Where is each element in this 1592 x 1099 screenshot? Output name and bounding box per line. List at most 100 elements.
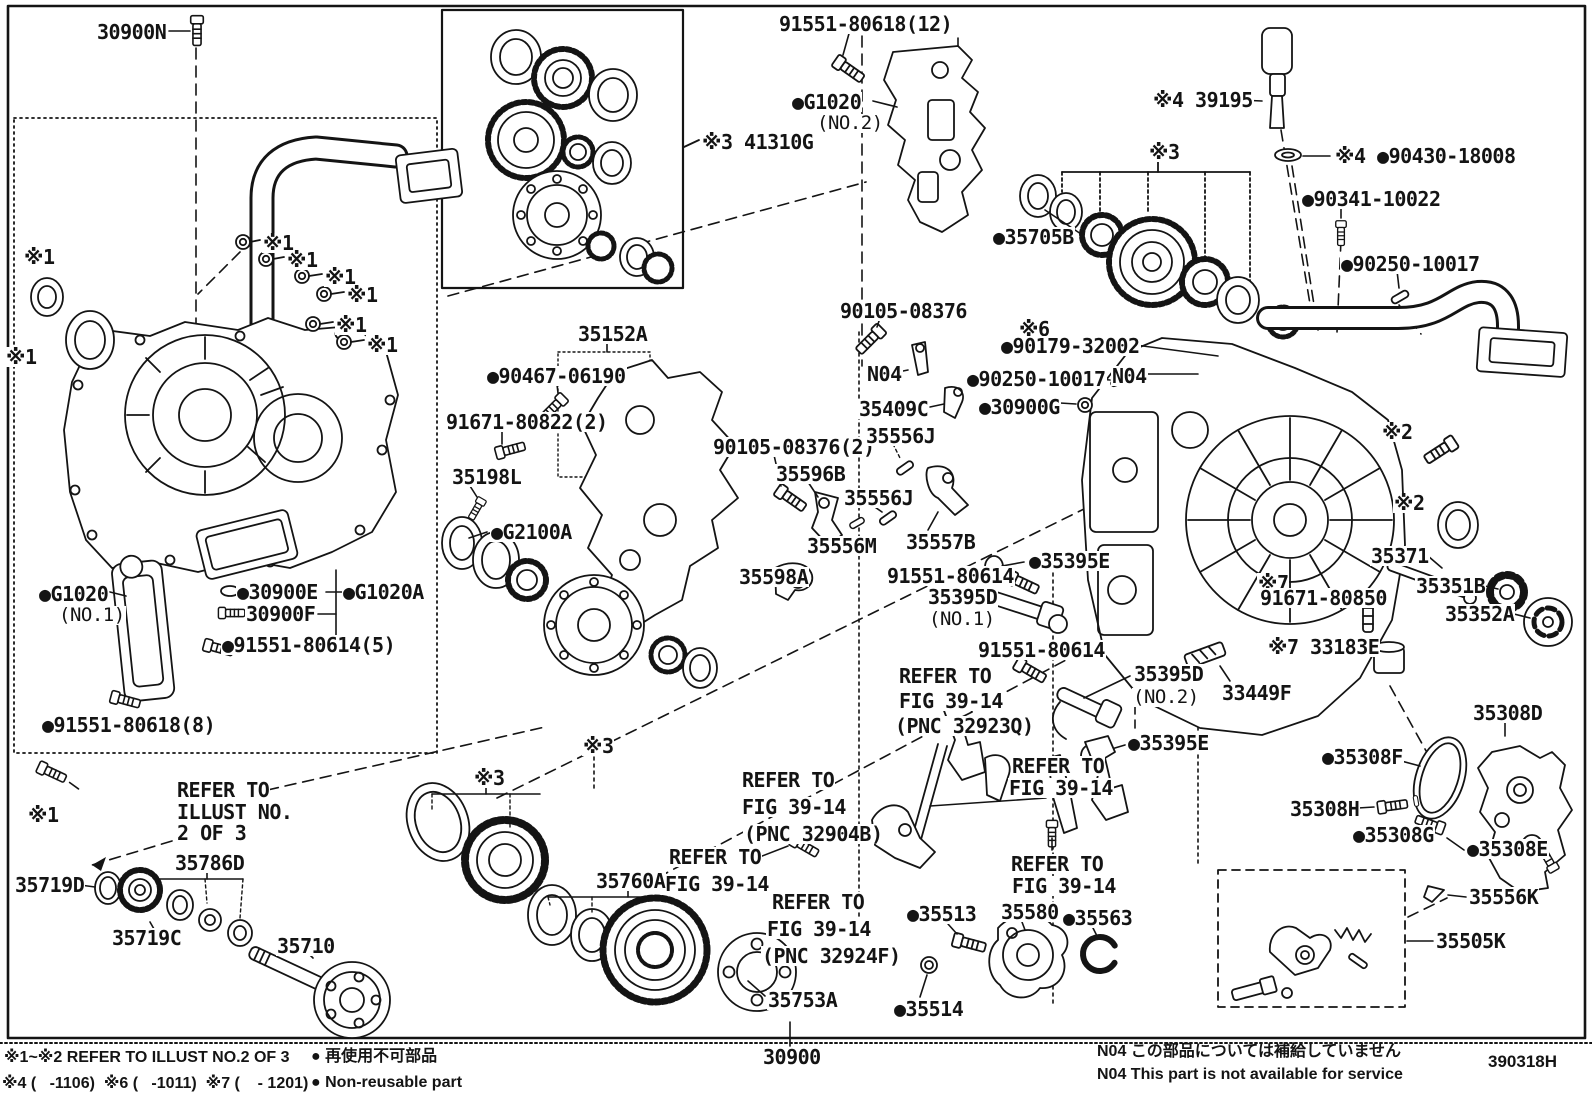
part-label: 91551-80618(12) (778, 12, 954, 36)
legend-nonreusable-en: ● Non-reusable part (311, 1074, 463, 1091)
part-label: ●35308G (1352, 823, 1435, 847)
part-label: REFER TO (1010, 852, 1105, 876)
part-label: ※1 (346, 283, 379, 307)
part-label: ●G1020 (791, 90, 863, 114)
part-label: (NO.1) (58, 604, 126, 626)
part-label: 35710 (276, 934, 336, 958)
part-label: 91671-80822(2) (445, 410, 609, 434)
part-label: REFER TO (668, 845, 763, 869)
part-label: ※1 (335, 313, 368, 337)
part-label: ※3 (582, 734, 615, 758)
part-label: REFER TO (1011, 754, 1106, 778)
part-label: 30900 (762, 1045, 822, 1069)
part-label: 35556K (1468, 885, 1540, 909)
part-label: ※6 (1018, 317, 1051, 341)
part-label: 35719C (111, 926, 183, 950)
part-label: 35352A (1444, 602, 1516, 626)
part-label: ※1 (262, 231, 295, 255)
part-label: ●91551-80618(8) (41, 713, 217, 737)
part-label: ●G2100A (490, 520, 573, 544)
part-label: ●35513 (906, 902, 978, 926)
part-label: 35598A (738, 565, 810, 589)
part-label: 30900N (96, 20, 168, 44)
part-label: ※1 (286, 248, 319, 272)
note-n04-en: N04 This part is not available for servi… (1097, 1066, 1403, 1083)
part-label: 35753A (767, 988, 839, 1012)
left-transaxle-housing (30, 14, 464, 786)
part-label: 35505K (1435, 929, 1507, 953)
part-label: ●G1020A (342, 580, 425, 604)
part-label: REFER TO (898, 664, 993, 688)
part-label: 35198L (451, 465, 523, 489)
part-label: 91551-80614 (886, 564, 1015, 588)
part-label: N04 (1111, 364, 1148, 388)
part-label: ●35395E (1127, 731, 1210, 755)
footnote-dates: ※4 ( -1106) ※6 ( -1011) ※7 ( - 1201) (2, 1075, 309, 1092)
part-label: ※1 (5, 345, 38, 369)
part-label: ●90250-10017 (966, 367, 1107, 391)
part-label: FIG 39-14 (741, 795, 847, 819)
part-label: (NO.1) (928, 608, 996, 630)
part-label: 35556J (843, 486, 915, 510)
part-label: ※2 (1381, 420, 1414, 444)
part-label: 35719D (14, 873, 86, 897)
legend-nonreusable-jp: ● 再使用不可部品 (311, 1048, 438, 1065)
part-label: (PNC 32904B) (743, 822, 884, 846)
part-label: FIG 39-14 (766, 917, 872, 941)
differential-assembly (441, 516, 718, 689)
part-label: 30900F (245, 602, 317, 626)
part-label: FIG 39-14 (1008, 776, 1114, 800)
part-label: REFER TO (771, 890, 866, 914)
part-label: (NO.2) (1132, 686, 1200, 708)
part-label: ※2 (1393, 491, 1426, 515)
part-label: FIG 39-14 (664, 872, 770, 896)
part-label: 35786D (174, 851, 246, 875)
part-label: ●35308E (1466, 837, 1549, 861)
part-label: ●35705B (992, 225, 1075, 249)
part-label: 91671-80850 (1259, 586, 1388, 610)
part-label: REFER TO (176, 778, 271, 802)
part-label: 91551-80614 (977, 638, 1106, 662)
part-label: ※1 (366, 333, 399, 357)
part-label: ●91551-80614(5) (221, 633, 397, 657)
part-label: ※1 (23, 245, 56, 269)
part-label: (PNC 32923Q) (894, 714, 1035, 738)
part-label: 2 OF 3 (176, 821, 248, 845)
part-label: 90105-08376(2) (712, 435, 876, 459)
footnote-refer: ※1~※2 REFER TO ILLUST NO.2 OF 3 (4, 1049, 290, 1066)
part-label: REFER TO (741, 768, 836, 792)
part-label: ●90341-10022 (1301, 187, 1442, 211)
part-label: ※4 39195 (1152, 88, 1254, 112)
part-label: FIG 39-14 (1011, 874, 1117, 898)
part-label: ●35308F (1321, 745, 1404, 769)
part-label: 35152A (577, 322, 649, 346)
part-label: ●90467-06190 (486, 364, 627, 388)
part-label: FIG 39-14 (898, 689, 1004, 713)
part-label: 35596B (775, 462, 847, 486)
right-gear-train (1019, 159, 1301, 340)
part-label: 35557B (905, 530, 977, 554)
part-label: ※3 41310G (701, 130, 815, 154)
part-label: ●G1020 (38, 582, 110, 606)
part-label: 35351B (1415, 574, 1487, 598)
kit-35505K-box (1217, 869, 1406, 1008)
part-label: ●90179-32002 (1000, 334, 1141, 358)
part-label: ●30900E (236, 580, 319, 604)
part-label: 90105-08376 (839, 299, 968, 323)
part-label: 35760A (595, 869, 667, 893)
frame (0, 4, 1592, 1044)
part-label: 35556M (806, 534, 878, 558)
part-label: 35556J (865, 424, 937, 448)
part-label: 35395D (927, 585, 999, 609)
part-label: ※3 (1148, 140, 1181, 164)
left-illust-box (13, 117, 438, 754)
part-label: (NO.2) (816, 112, 884, 134)
part-label: ●35514 (893, 997, 965, 1021)
park-pump-parts (919, 913, 1120, 999)
part-label: (PNC 32924F) (761, 944, 902, 968)
part-label: ※1 (27, 803, 60, 827)
part-label: ※3 (473, 766, 506, 790)
oil-pump-35152A (466, 343, 739, 637)
part-label: ILLUST NO. (176, 800, 294, 824)
diff-gear-set (485, 29, 700, 285)
